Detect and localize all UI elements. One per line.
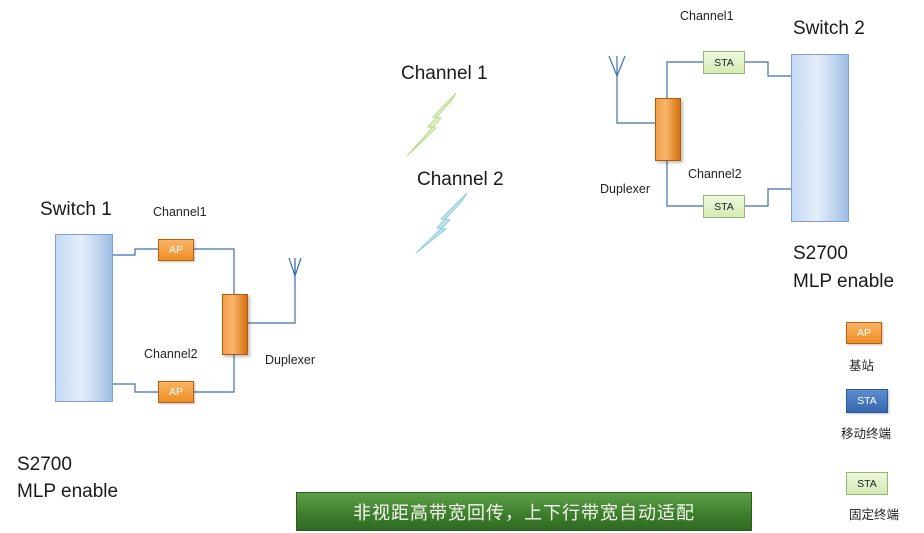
right-mlp-label: MLP enable <box>793 271 895 292</box>
lightning-bolt-channel2 <box>415 192 468 254</box>
legend-ap-caption: 基站 <box>849 359 875 373</box>
switch-2-title: Switch 2 <box>793 18 865 39</box>
legend-sta-mobile-box: STA <box>846 389 888 413</box>
lightning-bolt-channel1 <box>406 92 457 157</box>
wire-switch2-sta-top <box>743 61 791 77</box>
sta-top-box: STA <box>703 51 745 74</box>
legend-sta-fixed-caption: 固定终端 <box>849 508 900 522</box>
left-model-label: S2700 <box>17 454 72 475</box>
right-duplexer-label: Duplexer <box>600 182 651 196</box>
wire-duplexer-antenna-left <box>247 262 296 324</box>
right-duplexer <box>655 98 681 161</box>
left-mlp-label: MLP enable <box>17 481 119 502</box>
switch-2-box <box>791 54 849 222</box>
wire-ap-bottom-duplexer <box>193 353 235 393</box>
channel-2-label: Channel 2 <box>417 169 504 190</box>
switch-1-box <box>55 234 113 402</box>
legend-sta-fixed-box: STA <box>846 472 888 495</box>
left-channel1-label: Channel1 <box>153 205 207 219</box>
left-duplexer-label: Duplexer <box>265 353 316 367</box>
wire-duplexer-antenna-right <box>616 74 655 124</box>
right-model-label: S2700 <box>793 243 848 264</box>
right-channel2-label: Channel2 <box>688 167 742 181</box>
left-duplexer <box>222 294 248 355</box>
wire-switch1-ap-bottom <box>112 383 159 393</box>
ap-bottom-box: AP <box>158 381 194 403</box>
wire-switch1-ap-top <box>112 248 159 256</box>
summary-banner: 非视距高带宽回传，上下行带宽自动适配 <box>296 492 752 531</box>
wire-sta-top-duplexer <box>666 61 703 99</box>
legend-ap-box: AP <box>846 322 882 344</box>
right-channel1-label: Channel1 <box>680 9 734 23</box>
channel-1-label: Channel 1 <box>401 63 488 84</box>
switch-1-title: Switch 1 <box>40 199 112 220</box>
sta-bottom-box: STA <box>703 195 745 218</box>
legend-sta-mobile-caption: 移动终端 <box>841 427 892 441</box>
wire-sta-bottom-duplexer <box>666 160 703 207</box>
left-channel2-label: Channel2 <box>144 347 198 361</box>
ap-top-box: AP <box>158 239 194 261</box>
wire-ap-top-duplexer <box>193 248 235 295</box>
wire-switch2-sta-bottom <box>743 188 791 207</box>
